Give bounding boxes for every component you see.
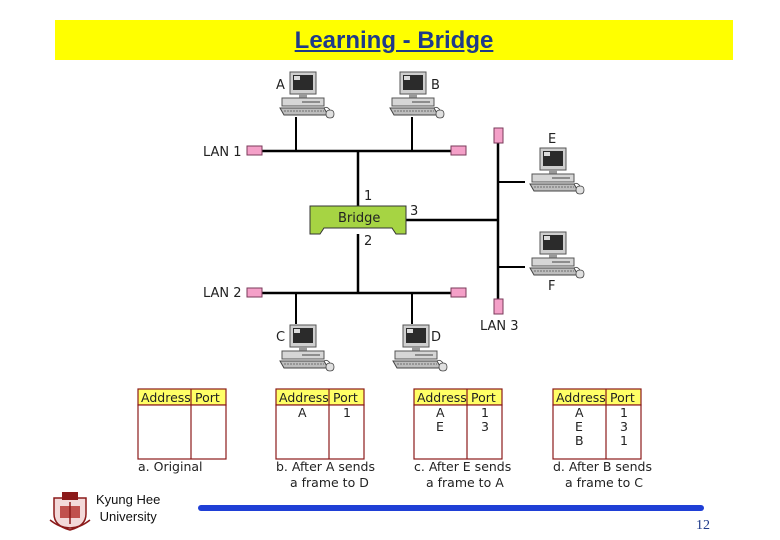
bridge-port2-label: 2 [364, 234, 372, 249]
table-d-row1-port: 1 [620, 405, 628, 420]
table-d-row2-port: 3 [620, 419, 628, 434]
bridge-port3-label: 3 [410, 204, 418, 219]
slide-title: Learning - Bridge [294, 27, 494, 54]
table-c-row1-port: 1 [481, 405, 489, 420]
table-c-row1-address: A [436, 405, 445, 420]
computer-e-icon [529, 147, 585, 195]
lan2-left-terminator [246, 287, 263, 298]
table-c-row2-address: E [436, 419, 444, 434]
table-b-caption-line2: a frame to D [290, 475, 369, 490]
table-c-caption-line1: c. After E sends [414, 459, 511, 474]
table-d-header-address: Address [556, 390, 606, 405]
table-d-caption-line1: d. After B sends [553, 459, 652, 474]
node-f-label: F [548, 279, 555, 294]
table-c-header-address: Address [417, 390, 467, 405]
lan3-bottom-terminator [493, 298, 504, 315]
table-a: Address Port a. Original [137, 388, 227, 474]
table-b-row1-port: 1 [343, 405, 351, 420]
node-e-label: E [548, 132, 556, 147]
table-a-header-address: Address [141, 390, 191, 405]
lan3-label: LAN 3 [480, 319, 519, 334]
bridge-label: Bridge [338, 211, 380, 226]
node-b-label: B [431, 78, 440, 93]
table-d-header-port: Port [610, 390, 635, 405]
lan1-left-terminator [246, 145, 263, 156]
table-a-caption-line1: a. Original [138, 459, 203, 474]
bridge-box [309, 205, 407, 235]
university-name: Kyung Hee University [96, 491, 160, 525]
lan2-label: LAN 2 [203, 286, 242, 301]
computer-f-icon [529, 231, 585, 279]
table-d-row3-port: 1 [620, 433, 628, 448]
table-d-caption-line2: a frame to C [565, 475, 643, 490]
table-b-row1-address: A [298, 405, 307, 420]
node-d-label: D [431, 330, 441, 345]
table-d-row3-address: B [575, 433, 584, 448]
bridge-port1-label: 1 [364, 189, 372, 204]
table-b: Address Port A 1 b. After A sends a fram… [275, 388, 375, 490]
table-c-row2-port: 3 [481, 419, 489, 434]
table-b-header-port: Port [333, 390, 358, 405]
lan1-label: LAN 1 [203, 145, 242, 160]
title-bar: Learning - Bridge [55, 20, 733, 60]
table-d-row2-address: E [575, 419, 583, 434]
university-name-line1: Kyung Hee [96, 492, 161, 507]
table-d: Address Port A 1 E 3 B 1 d. After B send… [552, 388, 652, 490]
table-b-header-address: Address [279, 390, 329, 405]
node-a-label: A [276, 78, 285, 93]
table-c-header-port: Port [471, 390, 496, 405]
university-logo-icon [49, 492, 91, 531]
table-c: Address Port A 1 E 3 c. After E sends a … [413, 388, 511, 490]
page-number: 12 [696, 518, 710, 533]
table-d-row1-address: A [575, 405, 584, 420]
node-c-label: C [276, 330, 285, 345]
table-a-header-port: Port [195, 390, 220, 405]
table-c-caption-line2: a frame to A [426, 475, 504, 490]
computer-c-icon [279, 324, 335, 372]
lan2-right-terminator [450, 287, 467, 298]
lan3-top-terminator [493, 127, 504, 144]
university-name-line2: University [99, 509, 157, 524]
computer-a-icon [279, 71, 335, 119]
lan1-right-terminator [450, 145, 467, 156]
footer-bar [198, 505, 704, 511]
table-b-caption-line1: b. After A sends [276, 459, 375, 474]
